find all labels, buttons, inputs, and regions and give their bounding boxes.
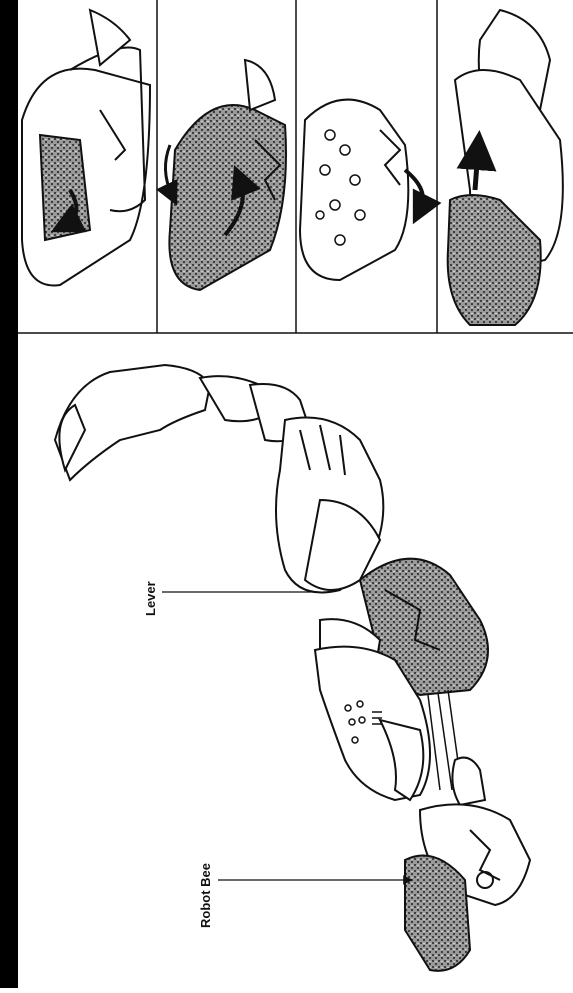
edge-bar (0, 0, 18, 988)
step-3-illustration (300, 100, 423, 280)
step-1-illustration (22, 10, 150, 285)
robot-bee-label: Robot Bee (198, 863, 213, 928)
step-2-illustration (165, 60, 286, 290)
step-4-illustration (448, 10, 563, 325)
lever-label: Lever (143, 581, 158, 616)
